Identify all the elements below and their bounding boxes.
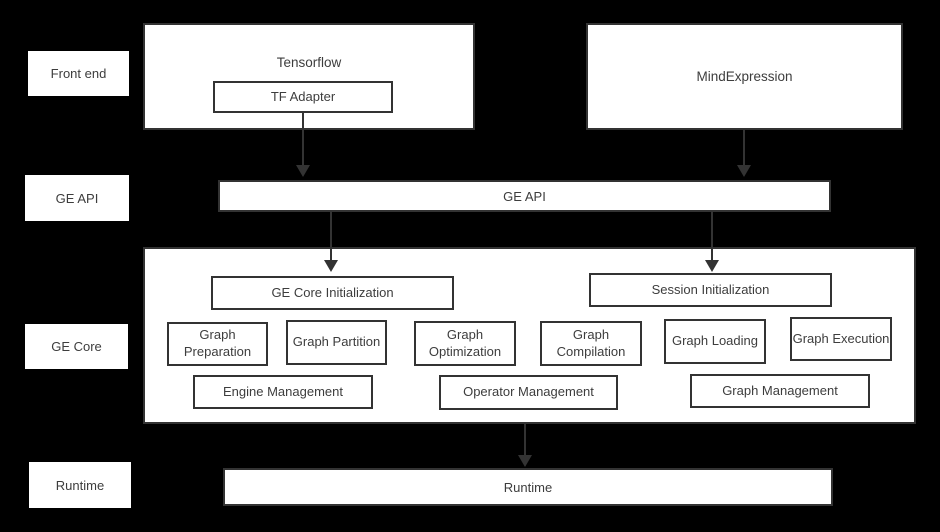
graph-management-box: Graph Management (690, 374, 870, 408)
arrow-gecore-to-runtime-head-icon (518, 455, 532, 467)
arrow-geapi-to-session-init-line (711, 212, 713, 262)
graph-partition-box: Graph Partition (286, 320, 387, 365)
tensorflow-box: Tensorflow TF Adapter (143, 23, 475, 130)
graph-execution-box: Graph Execution (790, 317, 892, 361)
layer-label-front-end: Front end (28, 51, 129, 96)
graph-preparation-box: Graph Preparation (167, 322, 268, 366)
arrow-geapi-to-gecore-init-head-icon (324, 260, 338, 272)
layer-label-ge-api: GE API (25, 175, 129, 221)
tensorflow-title: Tensorflow (276, 55, 342, 70)
graph-compilation-box: Graph Compilation (540, 321, 642, 366)
engine-management-box: Engine Management (193, 375, 373, 409)
arrow-tfadapter-to-geapi-head-icon (296, 165, 310, 177)
tf-adapter-box: TF Adapter (213, 81, 393, 113)
arrow-geapi-to-gecore-init-line (330, 212, 332, 262)
arrow-tfadapter-to-geapi-line (302, 113, 304, 167)
ge-core-box: GE Core Initialization Session Initializ… (143, 247, 916, 424)
graph-loading-box: Graph Loading (664, 319, 766, 364)
graph-optimization-box: Graph Optimization (414, 321, 516, 366)
operator-management-box: Operator Management (439, 375, 618, 410)
ge-core-initialization-box: GE Core Initialization (211, 276, 454, 310)
arrow-gecore-to-runtime-line (524, 424, 526, 457)
ge-api-bar: GE API (218, 180, 831, 212)
layer-label-ge-core: GE Core (25, 324, 128, 369)
mindexpression-box: MindExpression (586, 23, 903, 130)
mindexpression-title: MindExpression (696, 69, 793, 84)
arrow-mindexpression-to-geapi-line (743, 130, 745, 167)
arrow-mindexpression-to-geapi-head-icon (737, 165, 751, 177)
arrow-geapi-to-session-init-head-icon (705, 260, 719, 272)
session-initialization-box: Session Initialization (589, 273, 832, 307)
runtime-bar: Runtime (223, 468, 833, 506)
layer-label-runtime: Runtime (29, 462, 131, 508)
